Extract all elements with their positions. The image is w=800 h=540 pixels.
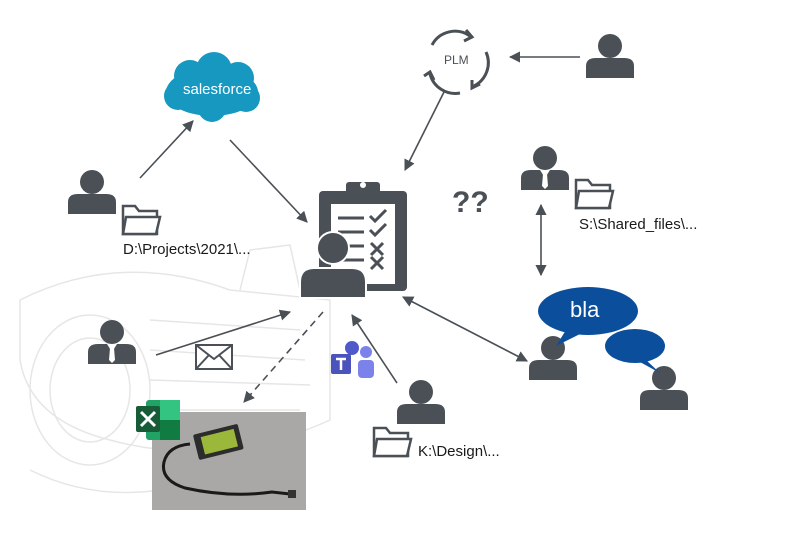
teams-logo <box>331 341 374 378</box>
excel-logo <box>136 400 180 440</box>
projects-path-label: D:\Projects\2021\... <box>123 241 251 258</box>
folder-icon-projects <box>121 204 162 236</box>
shared-path-label: S:\Shared_files\... <box>579 216 698 233</box>
person-icon-design <box>397 380 445 424</box>
design-path-label: K:\Design\... <box>418 443 500 460</box>
plm-label: PLM <box>444 53 469 67</box>
person-icon-email <box>88 320 136 364</box>
salesforce-logo <box>164 52 260 122</box>
person-icon-chat-2 <box>640 366 688 410</box>
connection-arrows <box>139 51 580 403</box>
person-icon-projects <box>68 170 116 214</box>
central-person-icon <box>299 231 367 299</box>
person-icon-top-right <box>586 34 634 78</box>
question-marks: ?? <box>452 186 489 219</box>
folder-icon-design <box>372 426 413 458</box>
person-icon-shared <box>521 146 569 190</box>
envelope-icon <box>195 344 233 370</box>
speech-bubble-icon <box>538 287 638 346</box>
person-icon-chat-1 <box>529 336 577 380</box>
bubble-text: bla <box>570 297 600 322</box>
speech-bubble-small-icon <box>605 329 665 373</box>
plm-cycle-icon <box>423 29 490 95</box>
folder-icon-shared <box>574 178 615 210</box>
salesforce-label: salesforce <box>183 81 252 98</box>
